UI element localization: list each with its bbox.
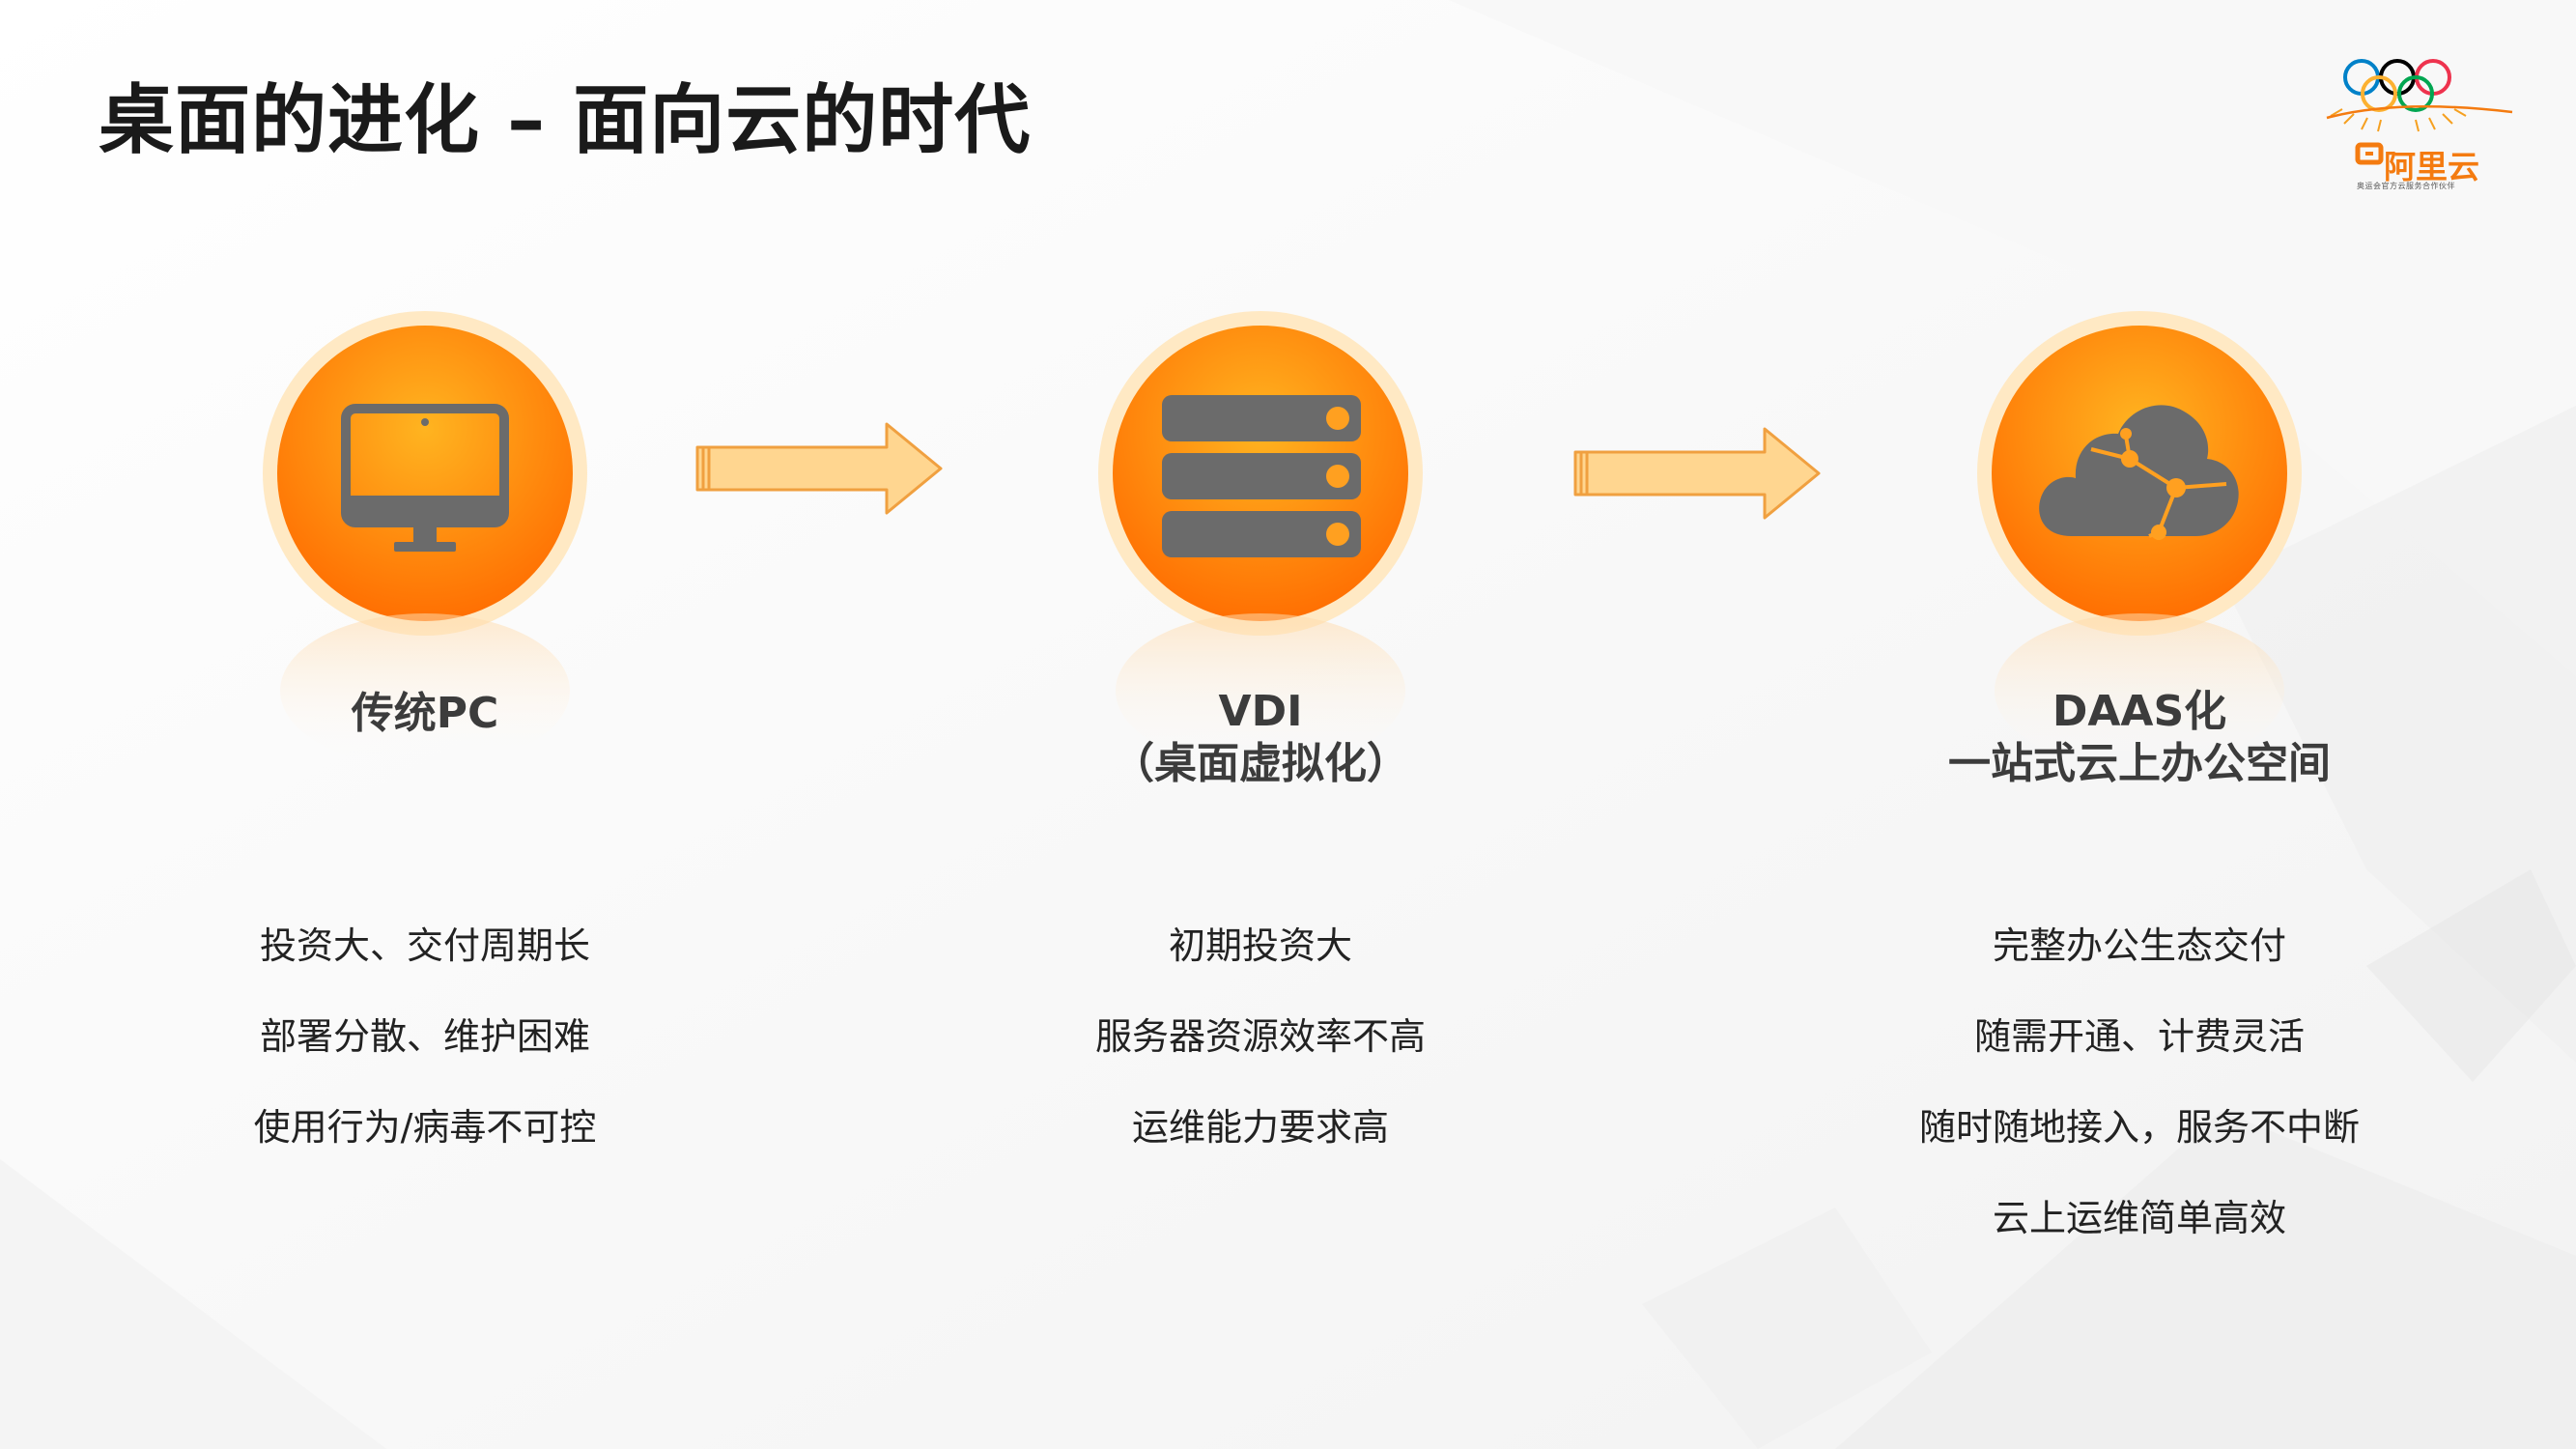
stage-vdi bbox=[1096, 309, 1425, 763]
bullet-item: 随需开通、计费灵活 bbox=[1973, 1015, 2305, 1058]
bullet-item: 初期投资大 bbox=[1168, 924, 1352, 967]
bullet-item: 运维能力要求高 bbox=[1131, 1106, 1389, 1149]
bullet-item: 完整办公生态交付 bbox=[1992, 924, 2286, 967]
stage-bullets: 完整办公生态交付 随需开通、计费灵活 随时随地接入，服务不中断 云上运维简单高效 bbox=[1801, 900, 2477, 1264]
bullet-item: 使用行为/病毒不可控 bbox=[253, 1106, 597, 1149]
cloud-network-icon bbox=[2039, 405, 2239, 540]
logo-tagline: 奥运会官方云服务合作伙伴 bbox=[2357, 182, 2455, 190]
stage-traditional-pc bbox=[261, 309, 589, 763]
alibaba-cloud-olympic-logo bbox=[2326, 59, 2513, 165]
stage-circle bbox=[263, 311, 587, 763]
bullet-item: 云上运维简单高效 bbox=[1992, 1197, 2286, 1239]
server-icon bbox=[1162, 395, 1361, 557]
stage-label-line1: VDI bbox=[1218, 687, 1303, 736]
stage-bullets: 投资大、交付周期长 部署分散、维护困难 使用行为/病毒不可控 bbox=[87, 900, 763, 1173]
bullet-item: 部署分散、维护困难 bbox=[259, 1015, 590, 1058]
bullet-item: 投资大、交付周期长 bbox=[259, 924, 590, 967]
stage-label-line2: 一站式云上办公空间 bbox=[1948, 739, 2331, 788]
stage-label-line1: DAAS化 bbox=[2052, 687, 2227, 736]
logo-name: 阿里云 bbox=[2384, 148, 2479, 185]
monitor-icon bbox=[341, 404, 509, 552]
stage-label: 传统PC bbox=[135, 688, 715, 740]
bullet-item: 随时随地接入，服务不中断 bbox=[1918, 1106, 2360, 1149]
stage-label: VDI （桌面虚拟化） bbox=[971, 686, 1550, 790]
stage-label-line1: 传统PC bbox=[351, 689, 499, 738]
page-title: 桌面的进化 – 面向云的时代 bbox=[99, 77, 1032, 164]
arrow-right-icon bbox=[1573, 427, 1821, 520]
stage-label: DAAS化 一站式云上办公空间 bbox=[1850, 686, 2429, 790]
bullet-item: 服务器资源效率不高 bbox=[1094, 1015, 1426, 1058]
stage-bullets: 初期投资大 服务器资源效率不高 运维能力要求高 bbox=[922, 900, 1599, 1173]
stage-label-line2: （桌面虚拟化） bbox=[1112, 739, 1409, 788]
stage-daas bbox=[1975, 309, 2304, 763]
arrow-right-icon bbox=[695, 422, 943, 515]
